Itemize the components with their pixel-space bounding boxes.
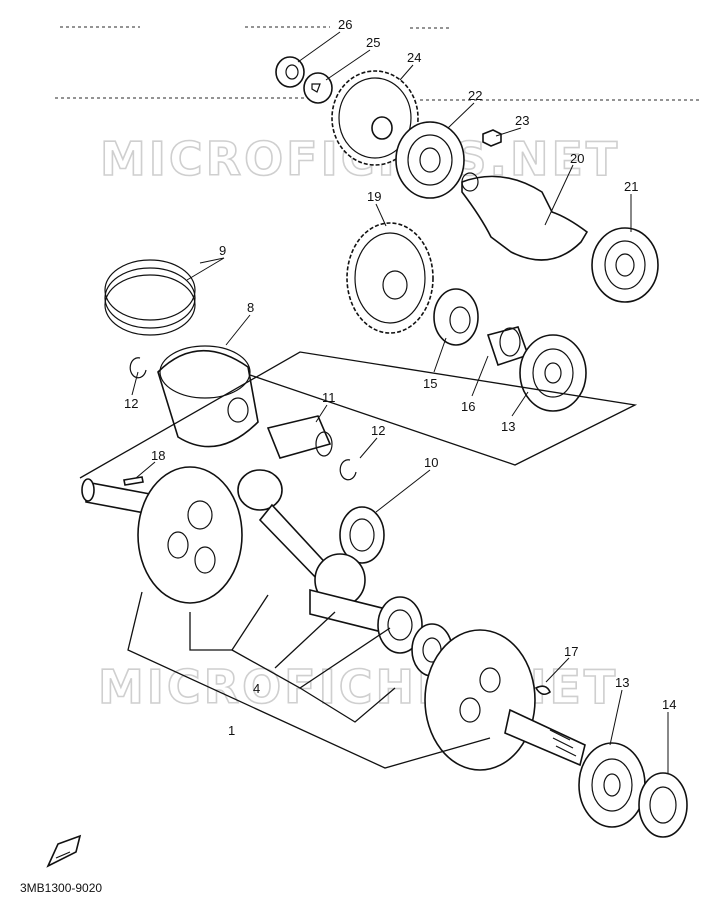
part-13-bearing-lower (578, 742, 646, 828)
part-15-bearing (433, 288, 479, 346)
callouts: 26 25 24 22 23 20 21 19 9 8 12 11 12 10 … (124, 17, 676, 738)
leader-lines (131, 31, 669, 773)
callout-20: 20 (570, 151, 584, 166)
callout-8: 8 (247, 300, 254, 315)
callout-22: 22 (468, 88, 482, 103)
group-brackets (79, 351, 638, 769)
part-18-pin (123, 476, 144, 486)
callout-14: 14 (662, 697, 676, 712)
callout-12-left: 12 (124, 396, 138, 411)
callout-10: 10 (424, 455, 438, 470)
part-11-piston-pin (266, 415, 333, 459)
part-23-key (482, 129, 502, 147)
callout-25: 25 (366, 35, 380, 50)
callout-13-upper: 13 (501, 419, 515, 434)
callout-18: 18 (151, 448, 165, 463)
callout-1: 1 (228, 723, 235, 738)
part-21-bearing (591, 227, 659, 303)
front-arrow-icon (46, 834, 82, 868)
header-scan-artifacts (55, 26, 700, 101)
callout-23: 23 (515, 113, 529, 128)
part-25-lock-washer (303, 72, 333, 104)
part-14-oil-seal (638, 772, 688, 838)
callout-13-lower: 13 (615, 675, 629, 690)
callout-12-right: 12 (371, 423, 385, 438)
callout-15: 15 (423, 376, 437, 391)
part-19-gear (346, 222, 434, 334)
crank-right-shaft (504, 708, 586, 767)
crank-right-web (424, 629, 536, 771)
callout-4: 4 (253, 681, 260, 696)
part-24-balancer-gear (331, 70, 419, 166)
crank-needle-bearing (377, 596, 423, 654)
part-13-bearing-upper (519, 334, 587, 412)
part-20-balancer-shaft (461, 172, 589, 261)
callout-17: 17 (564, 644, 578, 659)
callout-24: 24 (407, 50, 421, 65)
callout-9: 9 (219, 243, 226, 258)
catalog-code: 3MB1300-9020 (20, 881, 102, 895)
part-17-woodruff-key (534, 685, 551, 696)
part-12-circlip-left (129, 357, 147, 379)
callout-21: 21 (624, 179, 638, 194)
part-12-circlip-right (339, 459, 357, 481)
callout-26: 26 (338, 17, 352, 32)
part-8-piston (157, 345, 259, 448)
part-10-needle-bearing (339, 506, 385, 564)
callout-11: 11 (322, 390, 336, 405)
callout-16: 16 (461, 399, 475, 414)
connecting-rod (237, 469, 366, 607)
part-22-bearing (395, 121, 465, 199)
part-26-nut (275, 56, 305, 88)
part-9-piston-rings (104, 259, 196, 336)
callout-19: 19 (367, 189, 381, 204)
crank-left-web (137, 466, 243, 604)
